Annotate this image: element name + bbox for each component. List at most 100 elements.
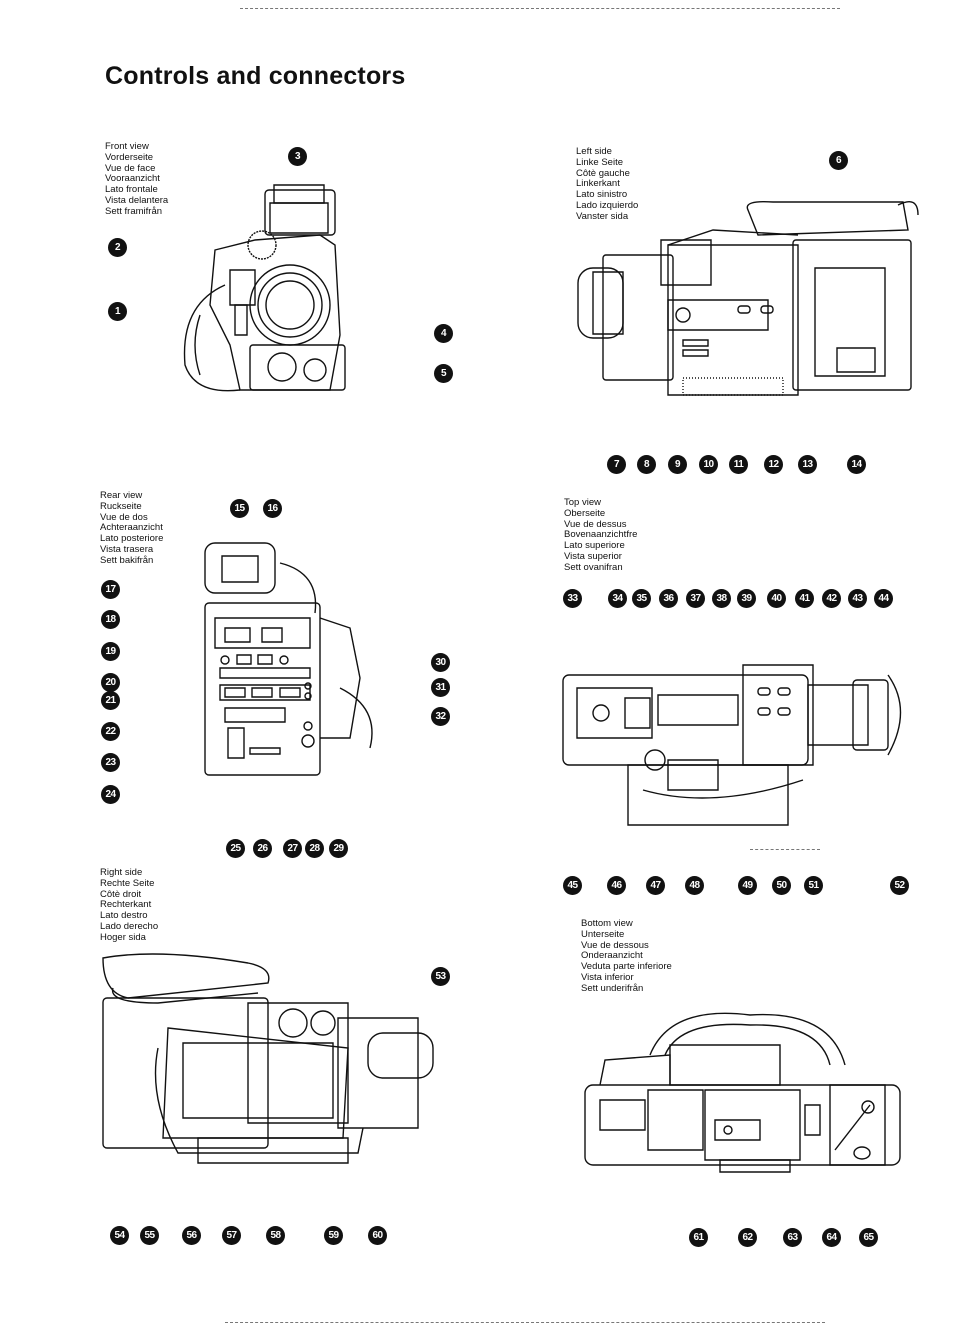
callout-54: 54 [110,1226,129,1245]
label-line: Front view [105,141,149,152]
callout-34: 34 [608,589,627,608]
rear-view-labels: Rear view Ruckseite Vue de dos Achteraan… [100,490,164,567]
label-line: Onderaanzicht [581,950,643,962]
callout-38: 38 [712,589,731,608]
callout-6: 6 [829,151,848,170]
label-line: Vanster sida [576,210,629,222]
top-view-labels: Top view Oberseite Vue de dessus Bovenaa… [564,497,638,574]
callout-52: 52 [890,876,909,895]
label-line: Ruckseite [100,500,142,512]
callout-51: 51 [804,876,823,895]
callout-9: 9 [668,455,687,474]
callout-24: 24 [101,785,120,804]
label-line: Hoger sida [100,931,146,943]
callout-57: 57 [222,1226,241,1245]
callout-29: 29 [329,839,348,858]
label-line: Bottom view [581,918,633,929]
callout-4: 4 [434,324,453,343]
label-line: Sett bakifrån [100,554,154,566]
callout-18: 18 [101,610,120,629]
right-side-labels: Right side Rechte Seite Côtè droit Recht… [100,867,159,944]
callout-63: 63 [783,1228,802,1247]
label-line: Vue de face [105,162,156,174]
callout-46: 46 [607,876,626,895]
callout-59: 59 [324,1226,343,1245]
callout-45: 45 [563,876,582,895]
callout-21: 21 [101,691,120,710]
callout-31: 31 [431,678,450,697]
callout-10: 10 [699,455,718,474]
callout-40: 40 [767,589,786,608]
callout-49: 49 [738,876,757,895]
label-line: Lado derecho [100,920,159,932]
label-line: Vue de dessus [564,518,627,530]
label-line: Côtè droit [100,888,142,900]
label-line: Lato frontale [105,184,158,196]
label-line: Vista delantera [105,194,169,206]
callout-8: 8 [637,455,656,474]
callout-14: 14 [847,455,866,474]
callout-62: 62 [738,1228,757,1247]
callout-17: 17 [101,580,120,599]
callout-60: 60 [368,1226,387,1245]
callout-15: 15 [230,499,249,518]
callout-23: 23 [101,753,120,772]
label-line: Vorderseite [105,151,154,163]
callout-37: 37 [686,589,705,608]
callout-16: 16 [263,499,282,518]
callout-39: 39 [737,589,756,608]
label-line: Vista superior [564,550,622,562]
callout-47: 47 [646,876,665,895]
label-line: Lato destro [100,910,148,922]
label-line: Vista trasera [100,543,154,555]
callout-58: 58 [266,1226,285,1245]
label-line: Lato superiore [564,540,625,552]
callout-61: 61 [689,1228,708,1247]
label-line: Sett underifrån [581,982,644,994]
callout-28: 28 [305,839,324,858]
label-line: Rear view [100,490,143,501]
label-line: Vue de dos [100,511,148,523]
label-line: Lato posteriore [100,533,164,545]
camcorder-bottom-view-illustration [580,995,910,1175]
label-line: Linke Seite [576,156,624,168]
label-line: Veduta parte inferiore [581,961,672,973]
label-line: Sett framifrån [105,205,163,217]
callout-35: 35 [632,589,651,608]
callout-50: 50 [772,876,791,895]
callout-22: 22 [101,722,120,741]
callout-27: 27 [283,839,302,858]
label-line: Linkerkant [576,178,620,190]
callout-1: 1 [108,302,127,321]
label-line: Rechterkant [100,899,152,911]
label-line: Achteraanzicht [100,522,163,534]
label-line: Bovenaanzichtfre [564,529,638,541]
label-line: Lado izquierdo [576,199,639,211]
callout-19: 19 [101,642,120,661]
label-line: Top view [564,497,601,508]
callout-44: 44 [874,589,893,608]
label-line: Sett ovanifran [564,561,623,573]
callout-11: 11 [729,455,748,474]
label-line: Left side [576,146,612,157]
callout-26: 26 [253,839,272,858]
page-title: Controls and connectors [105,62,406,90]
scan-mark [750,849,820,850]
label-line: Right side [100,867,143,878]
callout-36: 36 [659,589,678,608]
label-line: Lato sinistro [576,189,628,201]
left-side-labels: Left side Linke Seite Côtè gauche Linker… [576,146,639,223]
callout-7: 7 [607,455,626,474]
callout-41: 41 [795,589,814,608]
label-line: Oberseite [564,507,606,519]
camcorder-rear-view-illustration [200,538,380,778]
callout-42: 42 [822,589,841,608]
camcorder-right-side-illustration [98,948,438,1178]
callout-33: 33 [563,589,582,608]
callout-20: 20 [101,673,120,692]
label-line: Vista inferior [581,971,634,983]
callout-5: 5 [434,364,453,383]
callout-30: 30 [431,653,450,672]
callout-25: 25 [226,839,245,858]
label-line: Vue de dessous [581,939,649,951]
